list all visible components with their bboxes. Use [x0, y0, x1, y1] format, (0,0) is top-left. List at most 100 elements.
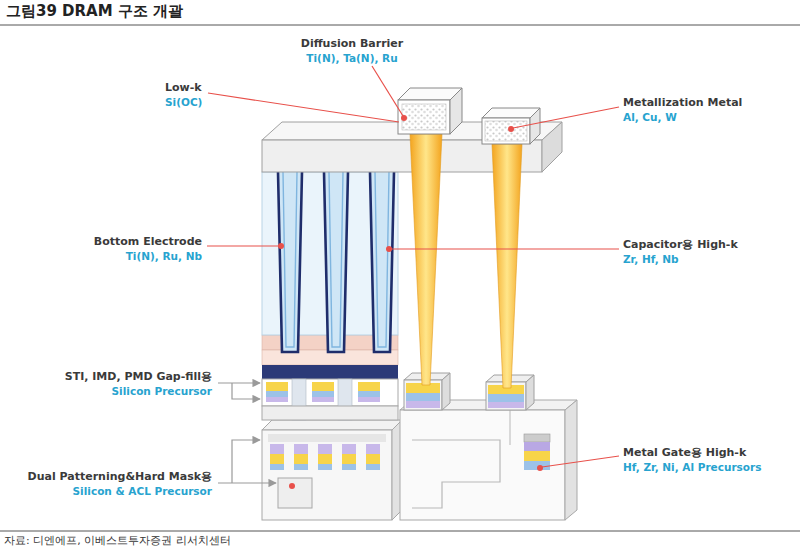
gate-stack — [342, 444, 356, 454]
gate-stack — [342, 454, 356, 464]
capacitor-array — [324, 172, 348, 352]
capacitor-base-layers — [266, 382, 288, 391]
metal-gate-stack — [537, 465, 543, 471]
capacitor-array — [324, 172, 348, 352]
periphery-block — [510, 410, 511, 445]
capacitor-base-layers — [358, 391, 380, 397]
leader-line — [208, 93, 399, 122]
pointer-arrow — [232, 440, 260, 483]
pointer-arrow — [232, 383, 260, 399]
periphery-block — [412, 440, 500, 508]
metal-line-box — [398, 100, 450, 134]
material-label: Silicon & ACL Precursor — [73, 485, 212, 497]
contact-stack — [442, 373, 450, 410]
leader-dot — [386, 246, 392, 252]
contact-stack — [406, 393, 440, 401]
leader-dot — [278, 243, 392, 252]
metal-gate-stack — [524, 434, 550, 471]
callout-label: Metal Gate용 High-k — [623, 447, 746, 460]
metal-line-box — [482, 118, 530, 144]
capacitor-array — [329, 172, 343, 347]
material-label: Ti(N), Ta(N), Ru — [306, 52, 397, 64]
capacitor-base-layers — [266, 391, 288, 397]
metal-via — [410, 134, 442, 385]
metal-line-box — [398, 88, 540, 144]
low-k-slab — [542, 122, 562, 172]
periphery-block — [400, 400, 577, 520]
figure-title: 그림39 DRAM 구조 개괄 — [6, 3, 183, 20]
leader-line — [372, 66, 403, 116]
metal-line-box — [402, 104, 446, 130]
material-label: Ti(N), Ru, Nb — [126, 250, 202, 262]
material-label: Si(OC) — [165, 96, 202, 108]
callout-label: Metallization Metal — [623, 97, 742, 110]
capacitor-array — [375, 172, 389, 347]
callout-label: Bottom Electrode — [94, 236, 202, 249]
capacitor-array — [262, 172, 398, 352]
leader-line — [207, 245, 281, 246]
material-label: Zr, Hf, Nb — [623, 253, 679, 265]
gate-stack — [270, 464, 284, 470]
callout-label: STI, IMD, PMD Gap-fill용 — [65, 371, 212, 384]
gate-stack — [294, 464, 308, 470]
capacitor-base-layers — [312, 382, 334, 391]
callout-label: Low-k — [165, 82, 202, 95]
cell-transistor-block — [268, 434, 386, 442]
pointer-arrow — [218, 383, 276, 483]
gate-stack — [318, 454, 332, 464]
contact-stack — [488, 402, 524, 408]
capacitor-base-layers — [262, 379, 398, 406]
gate-stack — [294, 454, 308, 464]
gate-stack — [366, 444, 380, 454]
capacitor-array — [278, 172, 302, 352]
leader-line — [513, 107, 619, 128]
gate-stack — [318, 464, 332, 470]
metal-gate-stack — [524, 434, 550, 442]
leader-dot — [278, 243, 284, 249]
material-label: Silicon Precursor — [112, 385, 212, 397]
capacitor-array — [278, 172, 302, 352]
rule-lines — [0, 25, 800, 26]
capacitor-array — [370, 172, 394, 352]
metal-line-box — [530, 108, 540, 144]
capacitor-base-layers — [262, 365, 398, 379]
gate-stack — [366, 464, 380, 470]
material-label: Hf, Zr, Ni, Al Precursors — [623, 461, 762, 473]
metal-via — [492, 144, 522, 388]
capacitor-base-layers — [358, 382, 380, 391]
capacitor-base-layers — [312, 391, 334, 397]
pointer-arrow — [218, 482, 276, 483]
capacitor-base-layers — [262, 406, 398, 420]
metal-gate-stack — [524, 442, 550, 451]
gate-stack — [270, 454, 284, 464]
rule-lines — [0, 531, 800, 532]
callout-label: Capacitor용 High-k — [623, 239, 738, 252]
pointer-arrow — [218, 382, 260, 383]
contact-stack — [488, 394, 524, 402]
gate-stack — [294, 444, 308, 454]
cell-transistor-block — [278, 478, 312, 508]
capacitor-array — [370, 172, 394, 352]
periphery-block — [565, 400, 577, 520]
cell-transistor-block — [262, 420, 402, 520]
periphery-block — [400, 410, 565, 520]
leader-line — [207, 66, 619, 467]
rule-lines — [0, 25, 800, 531]
metal-gate-stack — [524, 451, 550, 461]
material-label: Al, Cu, W — [623, 111, 677, 123]
capacitor-base-layers — [266, 397, 288, 402]
capacitor-base-layers — [312, 397, 334, 402]
cell-transistor-block — [262, 430, 392, 520]
metal-via — [410, 134, 522, 388]
cell-transistor-block — [289, 483, 295, 489]
leader-line — [389, 248, 619, 249]
capacitor-array — [283, 172, 297, 347]
leader-line — [542, 456, 619, 467]
gate-stack — [342, 464, 356, 470]
capacitor-base-layers — [358, 397, 380, 402]
metal-line-box — [401, 115, 407, 121]
figure-caption: 자료: 디엔에프, 이베스트투자증권 리서치센터 — [4, 535, 231, 548]
metal-gate-stack — [524, 461, 550, 470]
callout-label: Dual Patterning&Hard Mask용 — [28, 471, 212, 484]
